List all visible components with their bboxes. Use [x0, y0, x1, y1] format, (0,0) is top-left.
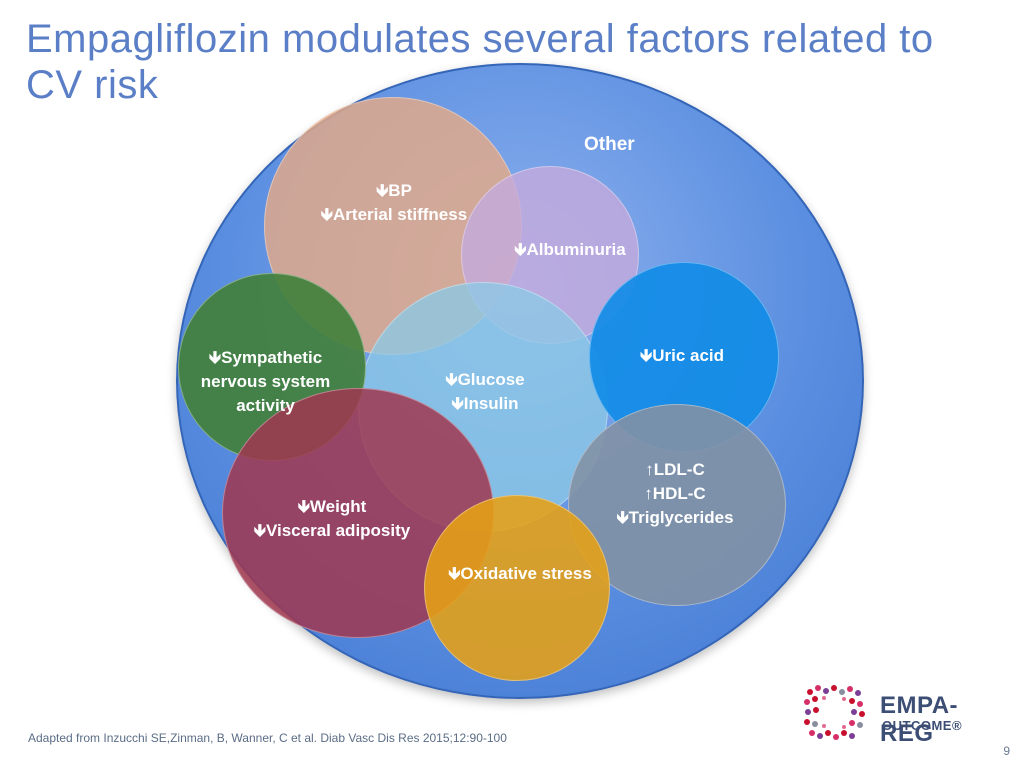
logo-subtitle: OUTCOME®: [882, 718, 963, 733]
down-arrow-icon: 🡻: [639, 346, 653, 365]
down-arrow-icon: 🡻: [445, 370, 458, 389]
page-number: 9: [1003, 744, 1010, 758]
logo-title: EMPA-REG: [880, 692, 959, 747]
down-arrow-icon: 🡻: [451, 394, 464, 413]
down-arrow-icon: 🡻: [376, 181, 389, 200]
uric-acid-label: 🡻Uric acid: [639, 346, 725, 365]
bp-label: 🡻BP 🡻Arterial stiffness: [320, 181, 468, 224]
down-arrow-icon: 🡻: [448, 564, 461, 583]
down-arrow-icon: 🡻: [616, 508, 629, 527]
lipids-label: ↑LDL-C ↑HDL-C 🡻Triglycerides: [616, 460, 734, 527]
down-arrow-icon: 🡻: [514, 240, 527, 259]
other-label: Other: [584, 134, 635, 155]
oxidative-stress-bubble: [424, 495, 610, 681]
glucose-label: 🡻Glucose 🡻Insulin: [445, 370, 525, 413]
down-arrow-icon: 🡻: [208, 348, 222, 367]
albuminuria-label: 🡻Albuminuria: [514, 240, 626, 259]
down-arrow-icon: 🡻: [320, 205, 334, 224]
empa-reg-logo: EMPA-REG OUTCOME®: [802, 682, 1002, 747]
oxidative-stress-label: 🡻Oxidative stress: [448, 564, 592, 583]
up-arrow-icon: ↑: [644, 484, 653, 503]
down-arrow-icon: 🡻: [297, 497, 310, 516]
sympathetic-label: 🡻Sympathetic nervous system activity: [200, 348, 331, 415]
slide-title: Empagliflozin modulates several factors …: [26, 17, 934, 107]
up-arrow-icon: ↑: [645, 460, 654, 479]
weight-label: 🡻Weight 🡻Visceral adiposity: [253, 497, 411, 540]
citation-footer: Adapted from Inzucchi SE,Zinman, B, Wann…: [28, 731, 507, 745]
empa-reg-logo-icon: [804, 685, 865, 740]
down-arrow-icon: 🡻: [253, 521, 266, 540]
